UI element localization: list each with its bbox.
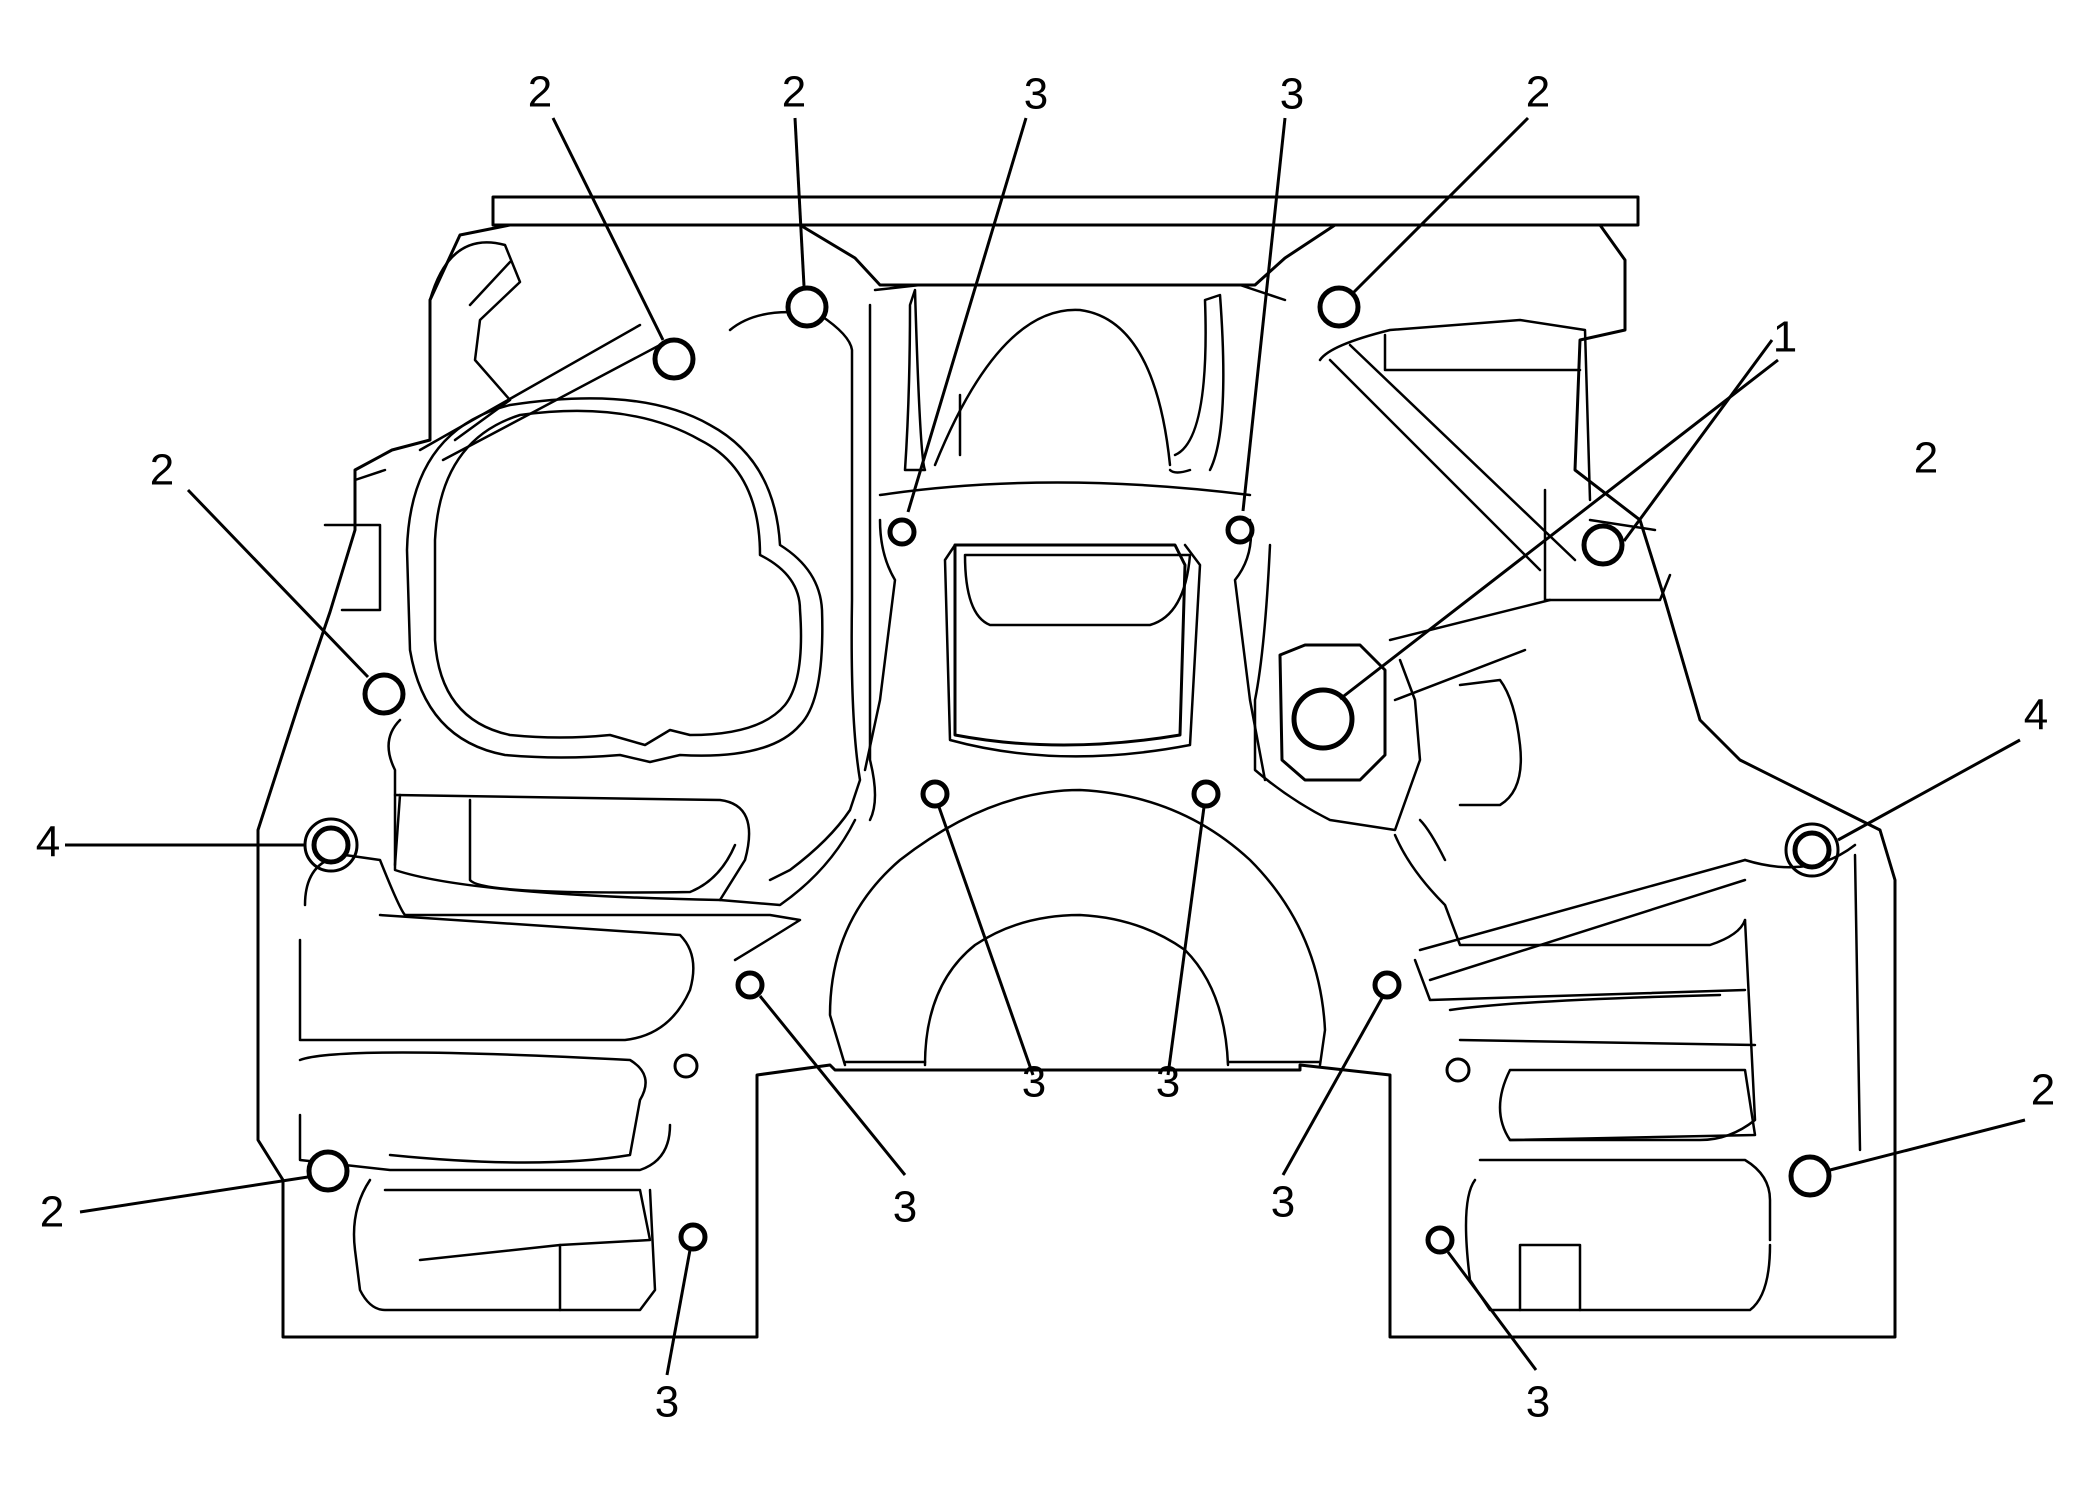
bolt-hole	[1788, 1154, 1832, 1198]
small-hole	[1225, 515, 1255, 545]
leader-line	[793, 117, 806, 287]
callout-label-3: 3	[655, 1378, 679, 1427]
callout-label-2: 2	[528, 68, 552, 117]
callout-label-3: 3	[1024, 70, 1048, 119]
leader-line	[1339, 358, 1779, 701]
dowel-hole	[311, 825, 351, 865]
engine-block-outline	[256, 195, 1897, 1339]
bolt-hole	[306, 1149, 350, 1193]
leader-line	[1281, 997, 1384, 1176]
callout-label-2: 2	[2031, 1066, 2055, 1115]
leader-line	[937, 806, 1035, 1076]
callout-label-3: 3	[893, 1183, 917, 1232]
leader-line	[1351, 116, 1530, 295]
small-hole	[735, 970, 765, 1000]
callout-label-1: 1	[1773, 313, 1797, 362]
callout-label-2: 2	[1526, 68, 1550, 117]
leader-line	[665, 1249, 692, 1376]
bolt-hole	[785, 285, 829, 329]
dowel-hole	[1792, 830, 1832, 870]
leader-line	[551, 117, 665, 341]
small-hole	[678, 1222, 708, 1252]
leader-line	[1446, 1251, 1538, 1371]
leader-line	[1166, 806, 1206, 1076]
bolt-hole	[362, 672, 406, 716]
small-hole	[1191, 779, 1221, 809]
bolt-hole	[1581, 523, 1625, 567]
leader-line	[79, 1175, 309, 1214]
callout-label-3: 3	[1022, 1058, 1046, 1107]
leader-line	[1837, 738, 2021, 842]
leader-lines	[65, 116, 2026, 1376]
callout-label-4: 4	[2024, 691, 2048, 740]
large-port	[1291, 687, 1355, 751]
callout-label-2: 2	[782, 68, 806, 117]
small-hole	[1425, 1225, 1455, 1255]
leader-line	[1241, 117, 1287, 512]
leader-line	[186, 488, 370, 679]
callout-label-3: 3	[1280, 70, 1304, 119]
small-hole	[887, 517, 917, 547]
callout-label-2: 2	[40, 1188, 64, 1237]
callout-label-2: 2	[150, 446, 174, 495]
small-hole	[1372, 970, 1402, 1000]
callout-labels: 2 2 3 3 2 1 2 2 4 4 2 2 3 3 3 3 3 3	[36, 68, 2055, 1427]
bolt-hole	[1317, 285, 1361, 329]
dowel-hole	[1784, 822, 1840, 878]
leader-line	[1829, 1118, 2026, 1172]
leader-line	[1622, 339, 1774, 542]
dowel-hole	[303, 817, 359, 873]
leader-line	[758, 995, 907, 1176]
callout-label-4: 4	[36, 818, 60, 867]
callout-label-2: 2	[1914, 434, 1938, 483]
bolt-holes	[303, 285, 1840, 1255]
callout-label-3: 3	[1271, 1178, 1295, 1227]
callout-label-3: 3	[1526, 1378, 1550, 1427]
callout-label-3: 3	[1156, 1058, 1180, 1107]
small-hole	[920, 779, 950, 809]
bolt-hole	[652, 337, 696, 381]
leader-line	[906, 117, 1028, 513]
